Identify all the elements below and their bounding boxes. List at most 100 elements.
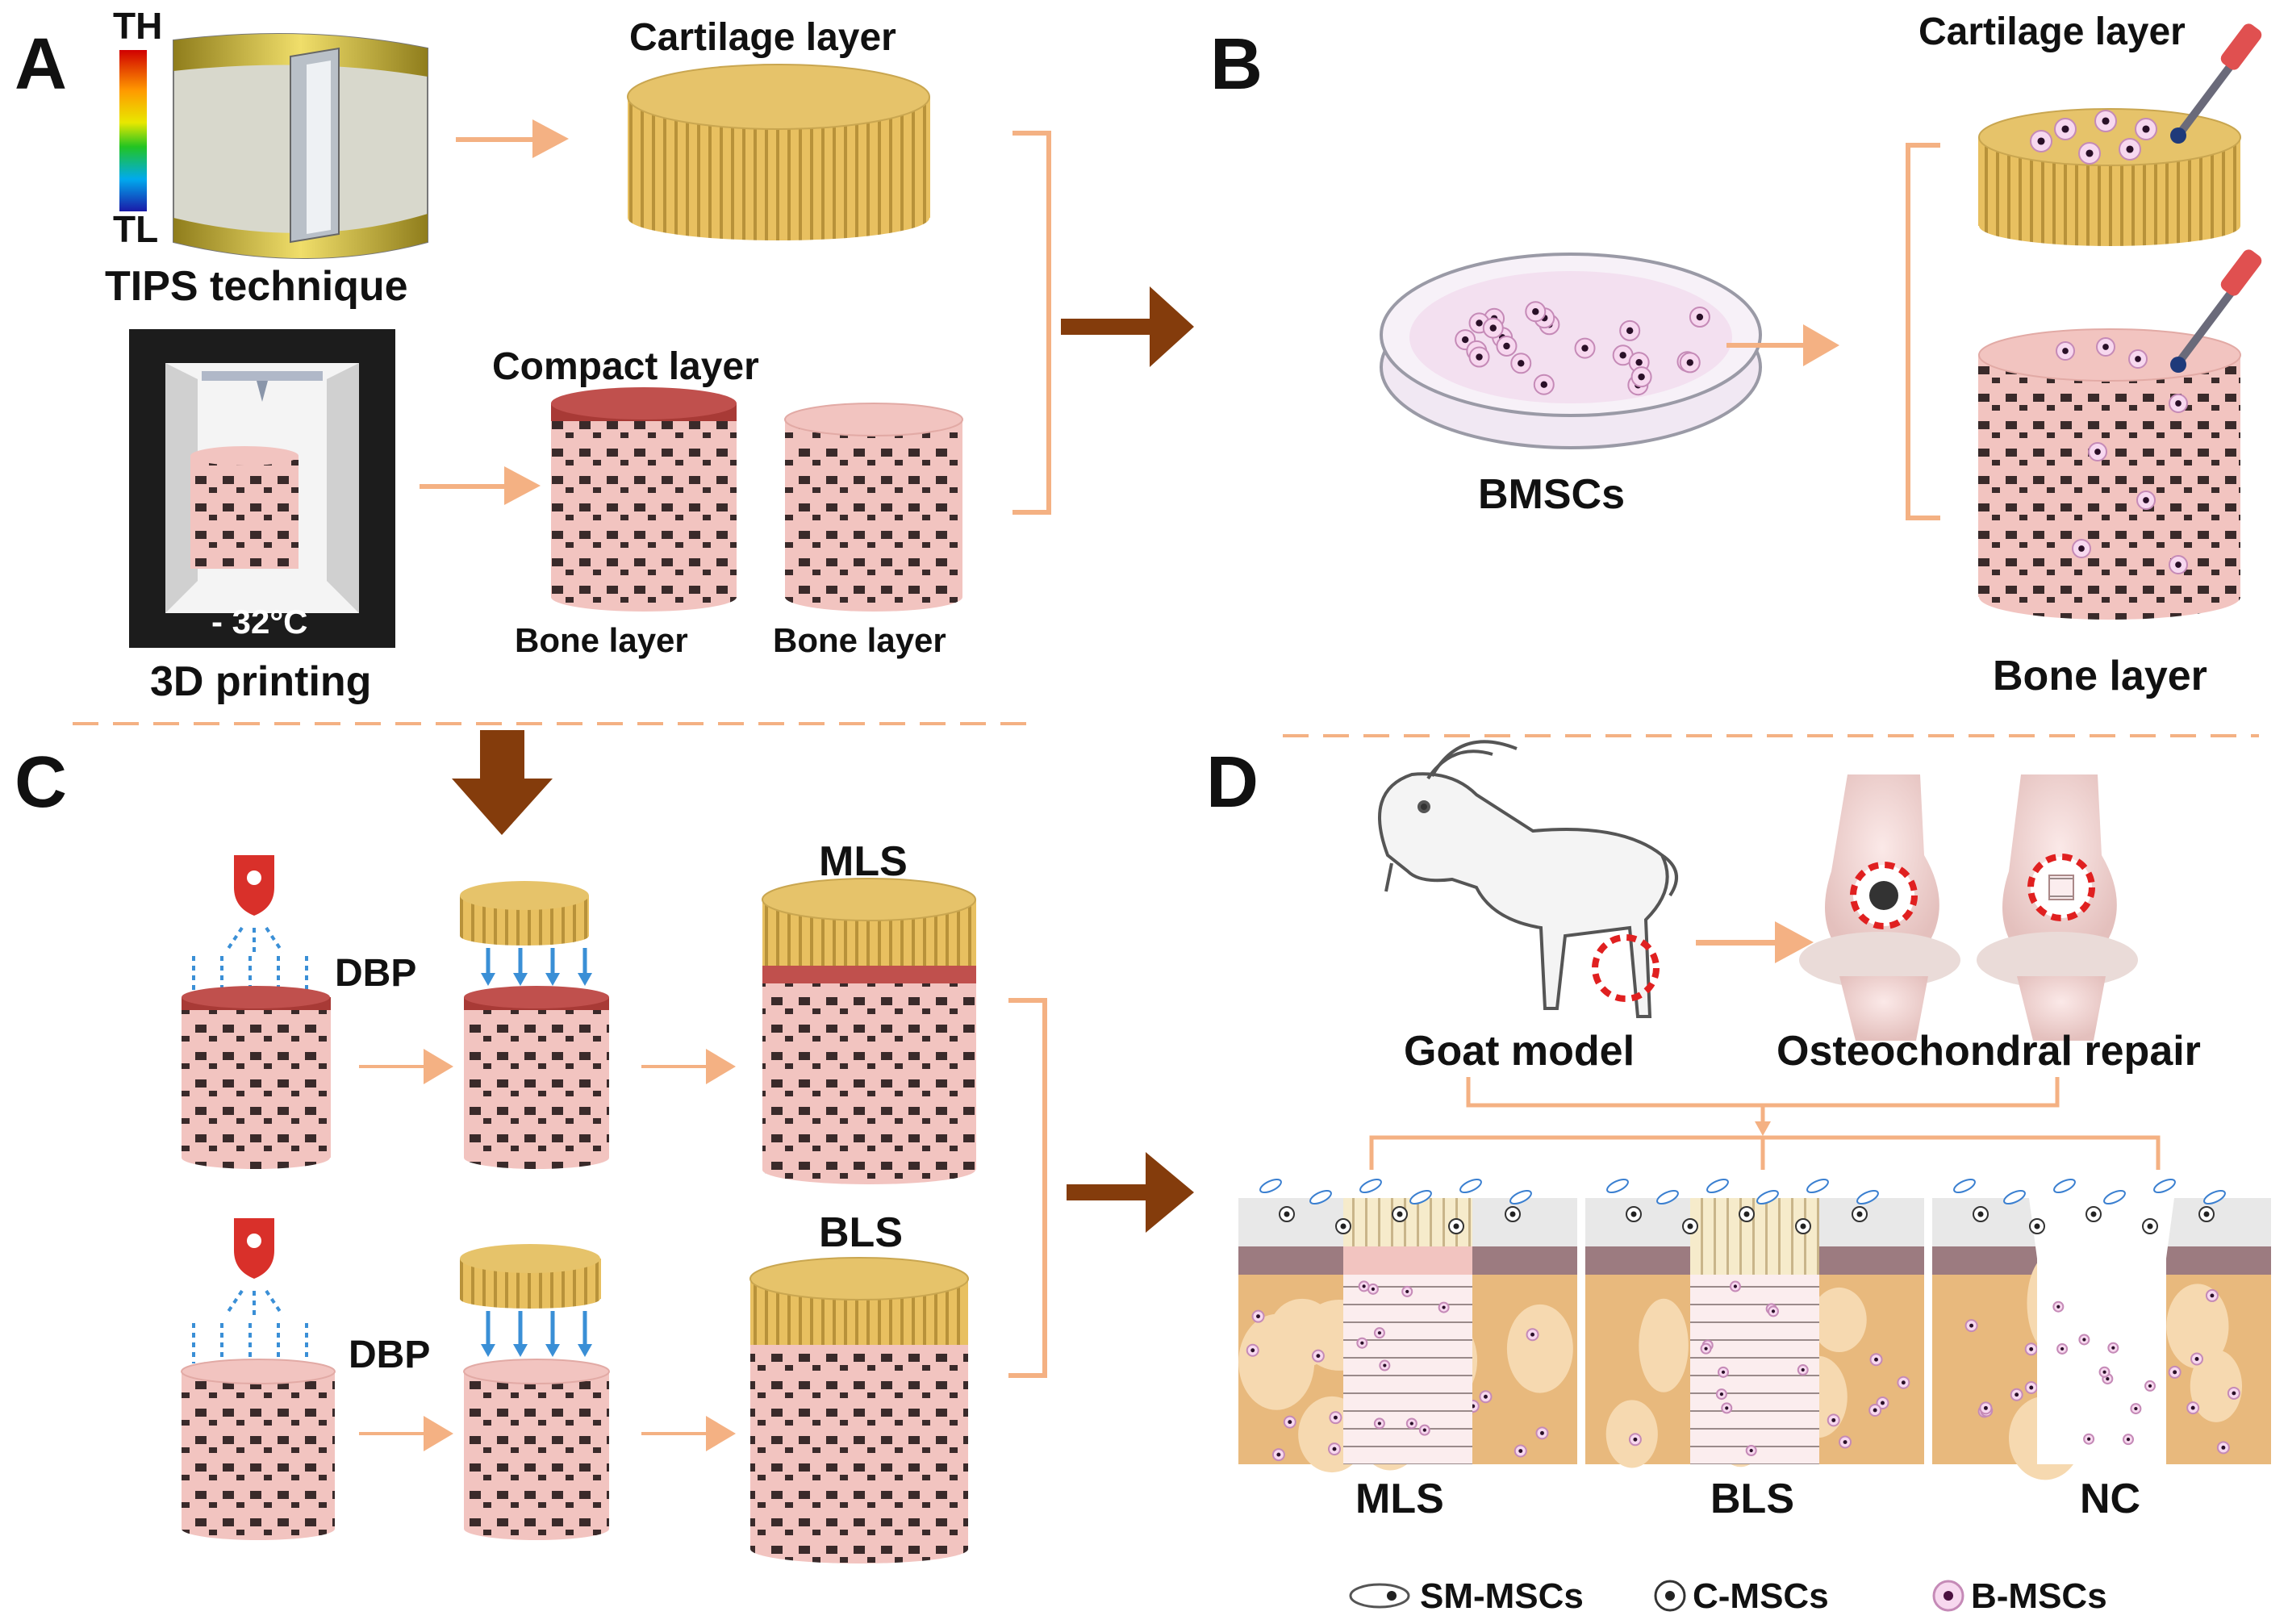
- legend-c-mscs: C-MSCs: [1693, 1576, 1829, 1616]
- tips-mold-illustration: [173, 33, 428, 259]
- cell-nucleus: [1977, 1211, 1984, 1217]
- cell-nucleus: [2210, 1293, 2215, 1298]
- cell-nucleus: [2056, 1305, 2060, 1309]
- cell-nucleus: [2102, 344, 2109, 350]
- mls-label-c: MLS: [819, 838, 908, 885]
- cell-nucleus: [1250, 1348, 1255, 1353]
- bracket-panel-c: [1008, 998, 1047, 1378]
- compact-bone-scaffold: [551, 387, 737, 612]
- panel-label-b: B: [1210, 24, 1263, 105]
- goat-model-label: Goat model: [1404, 1028, 1635, 1075]
- goat-illustration: [1378, 740, 1678, 1018]
- bracket-panel-b: [1906, 143, 1940, 520]
- cell-nucleus: [1771, 1309, 1776, 1313]
- sm-mscs-cell: [1459, 1178, 1482, 1194]
- cell-nucleus: [2148, 1384, 2152, 1388]
- arrow-a-to-b: [1061, 286, 1194, 367]
- press-arrow-head: [513, 973, 528, 986]
- cell-nucleus: [1874, 1357, 1878, 1362]
- arrow-a-to-c: [452, 730, 553, 835]
- cell-nucleus: [2194, 1357, 2199, 1361]
- marrow-space: [1639, 1298, 1689, 1392]
- cell-nucleus: [2143, 497, 2149, 503]
- legend-c-mscs-icon: [1654, 1580, 1686, 1612]
- cell-nucleus: [1518, 360, 1525, 367]
- sm-mscs-cell: [1409, 1189, 1432, 1205]
- tissue-sections: [1238, 1178, 2271, 1480]
- cell-nucleus: [2106, 1376, 2110, 1381]
- cell-nucleus: [1725, 1406, 1729, 1410]
- cartilage-layer-label-b: Cartilage layer: [1918, 10, 2186, 53]
- sm-mscs-cell: [1806, 1178, 1829, 1194]
- legend-b-mscs-icon: [1932, 1580, 1964, 1612]
- cell-nucleus: [1422, 1428, 1426, 1432]
- cell-nucleus: [1704, 1346, 1708, 1351]
- arrow-bmscs-to-scaffolds: [1726, 324, 1839, 366]
- group-label-nc: NC: [2080, 1476, 2140, 1522]
- nc-empty-defect: [2029, 1198, 2174, 1464]
- press-arrow-head: [545, 973, 560, 986]
- dish-cells: [1455, 301, 1710, 396]
- cell-nucleus: [1362, 1284, 1366, 1288]
- cell-nucleus: [1800, 1223, 1806, 1229]
- mls-scaffold: [762, 878, 976, 1184]
- cell-nucleus: [2203, 1211, 2210, 1217]
- cell-nucleus: [1719, 1392, 1724, 1396]
- sm-mscs-cell: [2203, 1189, 2226, 1205]
- cell-nucleus: [1256, 1314, 1260, 1319]
- sm-mscs-cell: [2103, 1189, 2126, 1205]
- cartilage-seeded-cells: [2030, 110, 2157, 165]
- cell-nucleus: [1476, 353, 1483, 361]
- cell-nucleus: [2037, 137, 2045, 145]
- cell-nucleus: [1831, 1417, 1836, 1422]
- cell-nucleus: [2175, 562, 2182, 568]
- cell-nucleus: [1503, 342, 1510, 350]
- cell-nucleus: [1619, 352, 1626, 359]
- petri-dish-bmscs: [1380, 253, 1762, 449]
- cartilage-layer-label-a: Cartilage layer: [629, 16, 896, 59]
- cell-nucleus: [1856, 1211, 1863, 1217]
- bone-layer-label-1: Bone layer: [515, 621, 688, 659]
- cell-nucleus: [2232, 1391, 2236, 1396]
- cell-nucleus: [1881, 1401, 1885, 1405]
- cell-nucleus: [2062, 348, 2069, 354]
- cell-nucleus: [1843, 1440, 1848, 1444]
- cell-nucleus: [2034, 1223, 2040, 1229]
- bone-scaffold-c2: [464, 986, 609, 1169]
- cell-nucleus: [1377, 1331, 1382, 1335]
- sm-mscs-cell: [1953, 1178, 1976, 1194]
- arrow-c-bottom-2: [641, 1416, 736, 1451]
- cell-nucleus: [1442, 1305, 1446, 1309]
- bracket-d-groups: [1369, 1105, 2161, 1170]
- bracket-panel-a: [1012, 131, 1051, 515]
- cell-nucleus: [2135, 356, 2141, 362]
- bls-scaffold: [749, 1257, 969, 1563]
- dbp-label-top: DBP: [335, 952, 416, 995]
- bone-scaffold-c3: [181, 1359, 336, 1540]
- cell-nucleus: [2126, 145, 2134, 153]
- knee-joint-1: [1799, 774, 1960, 1041]
- sm-mscs-cell: [2003, 1189, 2026, 1205]
- cell-nucleus: [1686, 359, 1693, 366]
- cell-nucleus: [2190, 1405, 2195, 1410]
- press-arrow-head: [545, 1344, 560, 1357]
- press-arrow-head: [481, 973, 495, 986]
- dbp-label-bottom: DBP: [349, 1334, 430, 1376]
- cell-nucleus: [1461, 336, 1469, 344]
- marrow-space: [1238, 1313, 1315, 1410]
- cell-nucleus: [1749, 1448, 1753, 1453]
- cell-nucleus: [2102, 117, 2110, 125]
- sm-mscs-cell: [1606, 1178, 1629, 1194]
- bone-seeded-cells: [2056, 337, 2188, 574]
- dbp-drops-bottom: [192, 1323, 308, 1363]
- cell-nucleus: [2090, 1211, 2097, 1217]
- cell-nucleus: [1630, 1211, 1637, 1217]
- cell-nucleus: [1377, 1422, 1381, 1426]
- sm-mscs-cell: [1509, 1189, 1532, 1205]
- bmscs-label: BMSCs: [1478, 471, 1625, 518]
- cell-nucleus: [1635, 358, 1643, 366]
- cell-nucleus: [1687, 1223, 1693, 1229]
- cell-nucleus: [2060, 1346, 2065, 1351]
- bone-scaffold-c4: [463, 1359, 610, 1540]
- cell-nucleus: [1530, 1332, 1534, 1337]
